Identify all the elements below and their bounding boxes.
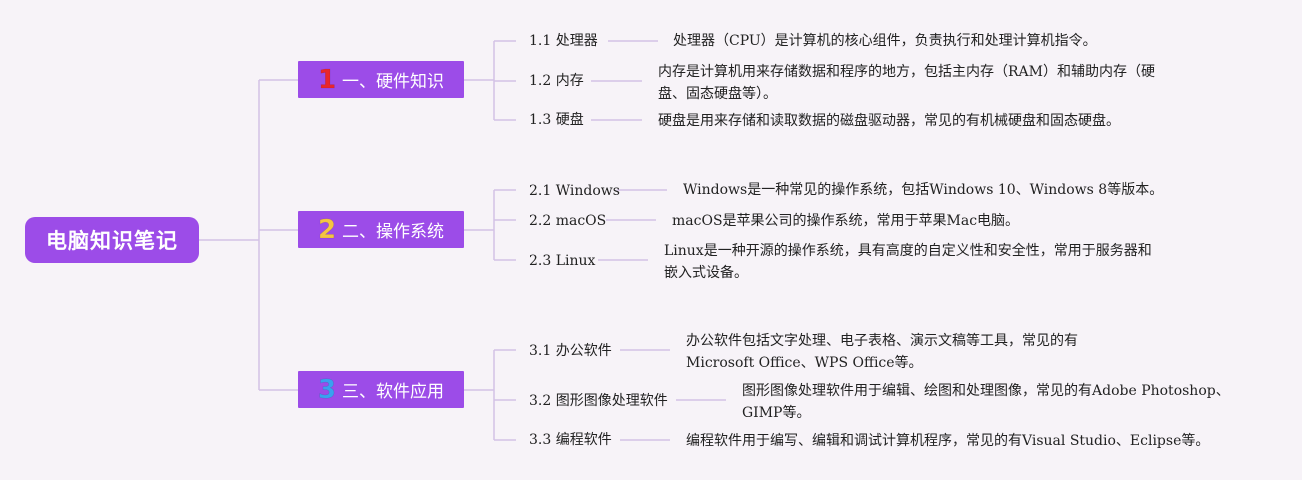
leaf-title[interactable]: 1.3 硬盘 bbox=[529, 112, 584, 128]
number-1-icon: 1 bbox=[317, 64, 337, 95]
leaf-description: 处理器（CPU）是计算机的核心组件，负责执行和处理计算机指令。 bbox=[673, 33, 1097, 49]
leaf-description: 硬盘是用来存储和读取数据的磁盘驱动器，常见的有机械硬盘和固态硬盘。 bbox=[658, 113, 1120, 129]
branch-label: 二、操作系统 bbox=[342, 222, 445, 242]
leaf-title[interactable]: 1.1 处理器 bbox=[529, 33, 598, 49]
branch-node-hardware[interactable]: 1 一、硬件知识 bbox=[298, 61, 464, 98]
number-2-icon: 2 bbox=[317, 214, 337, 245]
leaf-description: macOS是苹果公司的操作系统，常用于苹果Mac电脑。 bbox=[672, 213, 1020, 229]
root-node[interactable]: 电脑知识笔记 bbox=[25, 217, 199, 263]
leaf-description: 图形图像处理软件用于编辑、绘图和处理图像，常见的有Adobe Photoshop… bbox=[742, 383, 1230, 421]
leaf-description: 编程软件用于编写、编辑和调试计算机程序，常见的有Visual Studio、Ec… bbox=[686, 433, 1210, 449]
leaf-title[interactable]: 1.2 内存 bbox=[529, 73, 584, 89]
leaf-title[interactable]: 2.2 macOS bbox=[529, 213, 607, 229]
root-label: 电脑知识笔记 bbox=[46, 229, 178, 253]
branch-label: 三、软件应用 bbox=[342, 382, 445, 402]
branch-node-os[interactable]: 2 二、操作系统 bbox=[298, 211, 464, 248]
leaf-description: 办公软件包括文字处理、电子表格、演示文稿等工具，常见的有Microsoft Of… bbox=[686, 333, 1078, 371]
leaf-title[interactable]: 2.3 Linux bbox=[529, 253, 596, 269]
branch-label: 一、硬件知识 bbox=[342, 72, 445, 92]
leaf-title[interactable]: 2.1 Windows bbox=[529, 183, 620, 199]
leaf-title[interactable]: 3.2 图形图像处理软件 bbox=[529, 393, 668, 409]
leaf-description: Windows是一种常见的操作系统，包括Windows 10、Windows 8… bbox=[683, 182, 1164, 198]
leaf-description: 内存是计算机用来存储数据和程序的地方，包括主内存（RAM）和辅助内存（硬盘、固态… bbox=[658, 64, 1155, 102]
leaf-title[interactable]: 3.1 办公软件 bbox=[529, 343, 612, 359]
leaf-description: Linux是一种开源的操作系统，具有高度的自定义性和安全性，常用于服务器和嵌入式… bbox=[664, 243, 1152, 281]
leaf-title[interactable]: 3.3 编程软件 bbox=[529, 432, 612, 448]
branch-node-software[interactable]: 3 三、软件应用 bbox=[298, 371, 464, 408]
number-3-icon: 3 bbox=[317, 374, 337, 405]
